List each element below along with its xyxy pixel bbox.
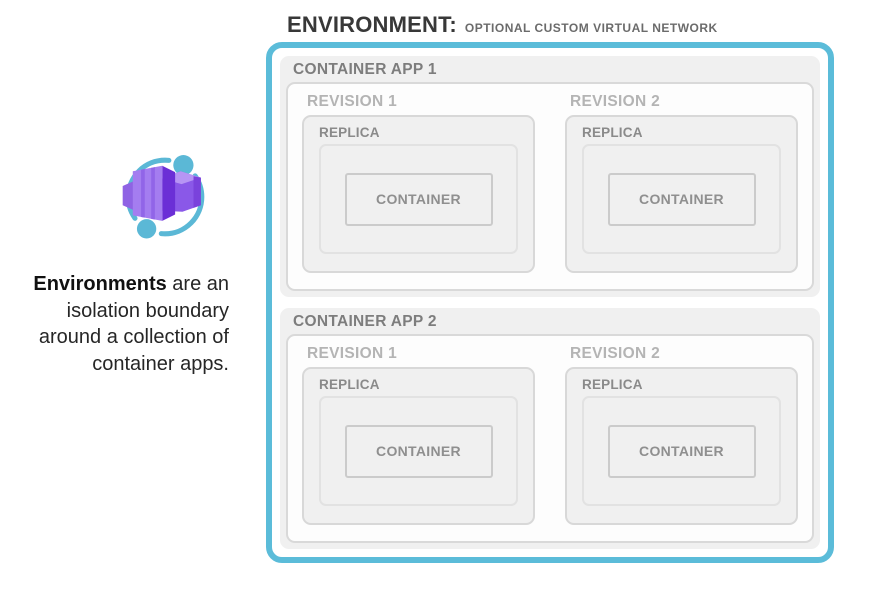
replica-label: REPLICA [582,125,643,140]
environment-subtitle: OPTIONAL CUSTOM VIRTUAL NETWORK [464,21,718,35]
header: ENVIRONMENT: OPTIONAL CUSTOM VIRTUAL NET… [287,12,718,38]
container-label: CONTAINER [376,443,461,459]
environment-box: CONTAINER APP 1 REVISION 1 REPLICA CONTA… [266,42,834,563]
revision: REVISION 2 REPLICA CONTAINER [565,342,798,525]
container-label: CONTAINER [639,443,724,459]
description-line-2: isolation boundary [66,299,229,322]
revision-label: REVISION 1 [307,345,397,362]
replica-inner-box: CONTAINER [319,396,518,506]
description-line-3: around a collection of [38,326,229,349]
revision: REVISION 1 REPLICA CONTAINER [302,342,535,525]
revisions-panel: REVISION 1 REPLICA CONTAINER REVISION 2 … [286,82,814,291]
revision-label: REVISION 2 [570,345,660,362]
orbit-dot-top [173,155,194,176]
replica-label: REPLICA [582,377,643,392]
replica-box: REPLICA CONTAINER [565,115,798,273]
replica-inner-box: CONTAINER [582,396,781,506]
description-line-4: container apps. [92,353,229,376]
replica-box: REPLICA CONTAINER [302,115,535,273]
container-app-label: CONTAINER APP 2 [293,313,437,330]
azure-container-apps-icon [119,151,211,243]
description-line-1: Environments are an [33,273,229,295]
container-box: CONTAINER [607,172,756,226]
container-box: CONTAINER [344,172,493,226]
container-label: CONTAINER [639,191,724,207]
container-label: CONTAINER [376,191,461,207]
revision-label: REVISION 1 [307,93,397,110]
revisions-panel: REVISION 1 REPLICA CONTAINER REVISION 2 … [286,334,814,543]
revision-label: REVISION 2 [570,93,660,110]
revision: REVISION 2 REPLICA CONTAINER [565,90,798,273]
replica-box: REPLICA CONTAINER [302,367,535,525]
replica-label: REPLICA [319,125,380,140]
environment-title: ENVIRONMENT: [287,12,457,37]
orbit-dot-bottom [136,219,157,239]
container-box: CONTAINER [344,424,493,478]
replica-box: REPLICA CONTAINER [565,367,798,525]
replica-inner-box: CONTAINER [582,144,781,254]
replica-label: REPLICA [319,377,380,392]
description-bold-word: Environments [33,273,167,295]
container-app-1-panel: CONTAINER APP 1 REVISION 1 REPLICA CONTA… [280,56,820,297]
container-app-label: CONTAINER APP 1 [293,61,437,78]
container-box: CONTAINER [607,424,756,478]
description-text: Environments are an isolation boundary a… [8,271,229,378]
container-app-2-panel: CONTAINER APP 2 REVISION 1 REPLICA CONTA… [280,308,820,549]
revision: REVISION 1 REPLICA CONTAINER [302,90,535,273]
container-cubes [122,165,201,221]
replica-inner-box: CONTAINER [319,144,518,254]
